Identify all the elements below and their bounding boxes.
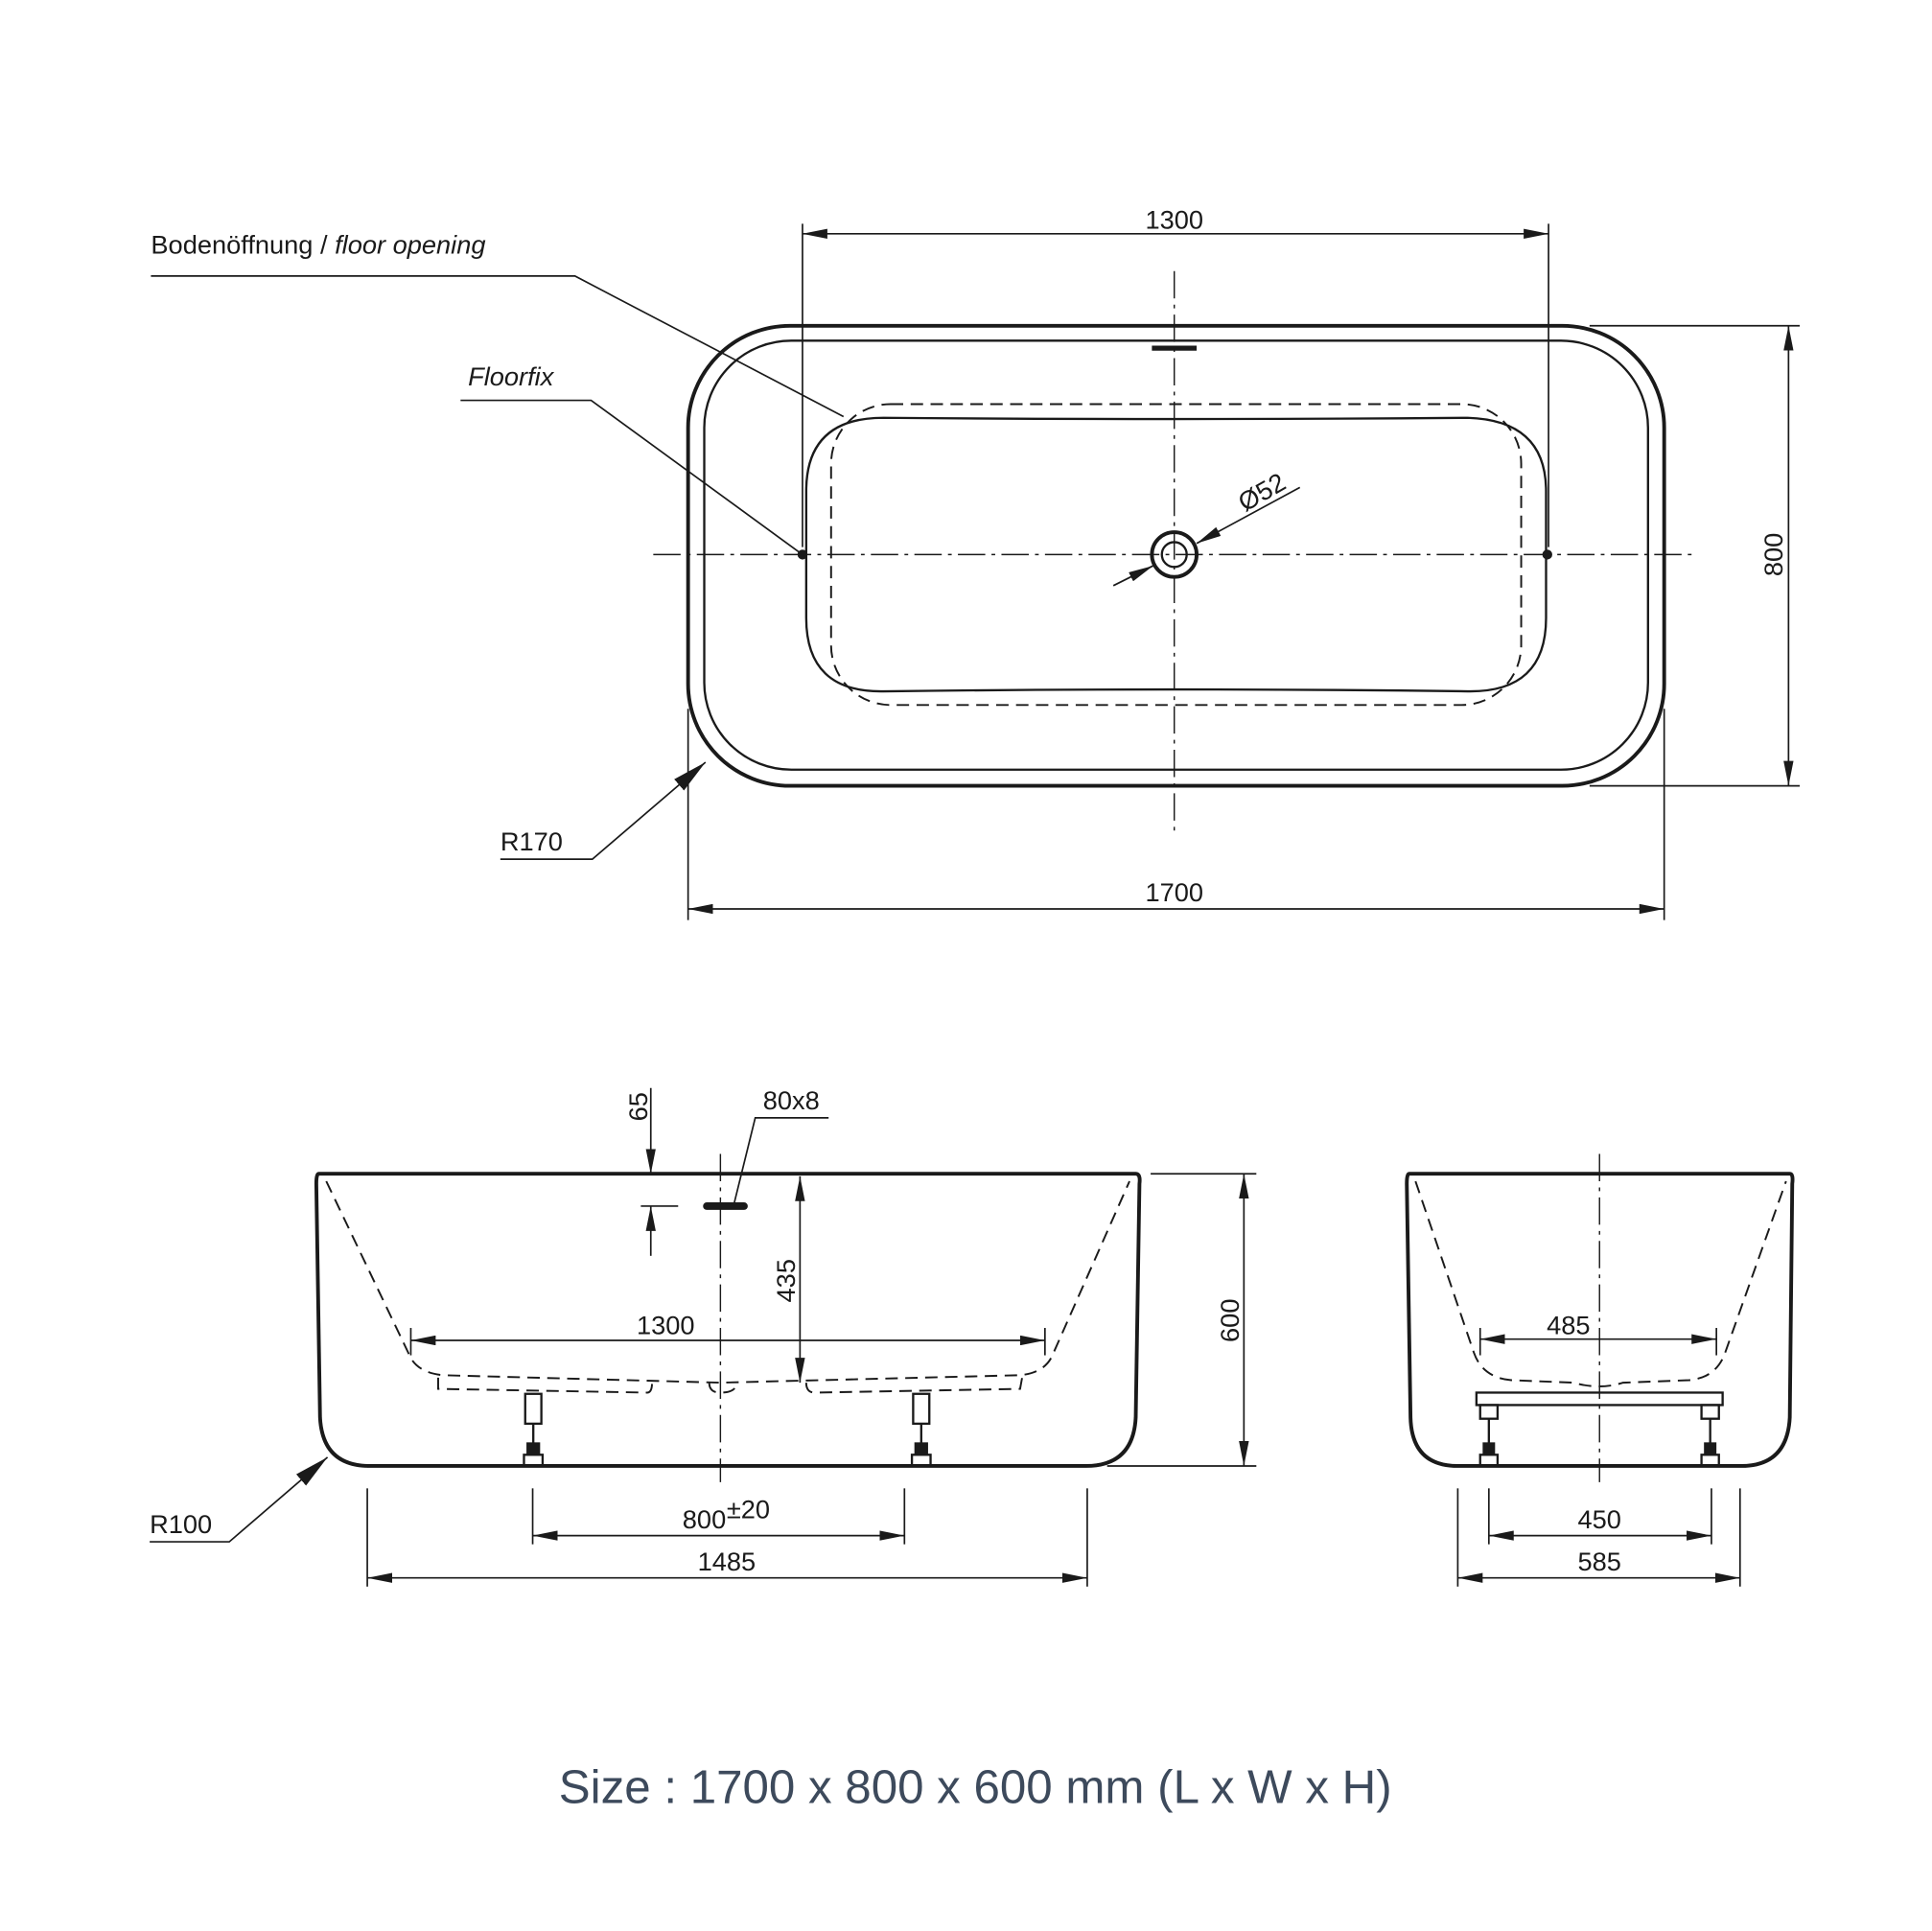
dim-overflow-offset: 65 <box>623 1092 653 1121</box>
end-frame <box>1475 1391 1724 1468</box>
dim-length: 1700 <box>1145 877 1203 907</box>
dim-overflow-size: 80x8 <box>763 1085 820 1115</box>
dim-depth: 435 <box>771 1259 801 1302</box>
basin-outline <box>804 416 1548 693</box>
dim-width: 800 <box>1758 533 1788 576</box>
dim-end-base-width: 585 <box>1578 1547 1621 1576</box>
leg-left <box>523 1392 545 1468</box>
dim-side-inner-length: 1300 <box>637 1311 695 1340</box>
top-view: 1300 1700 800 Ø52 Bodenöffnung / floor o… <box>151 205 1801 920</box>
dim-base-length: 1485 <box>698 1547 757 1576</box>
dim-drain-diameter: Ø52 <box>1233 467 1291 518</box>
side-view: 65 80x8 435 1300 600 R100 800 ±20 1485 <box>150 1085 1257 1587</box>
dim-feet-spacing: 800 <box>683 1504 726 1534</box>
label-floorfix: Floorfix <box>468 361 555 391</box>
dim-end-inner-width: 485 <box>1547 1311 1590 1340</box>
end-outline <box>1405 1172 1795 1468</box>
dim-radius-r170: R170 <box>500 826 563 856</box>
side-outline <box>314 1172 1142 1468</box>
end-view: 485 450 585 <box>1405 1153 1795 1587</box>
floorfix-point-right <box>1542 549 1552 560</box>
drain-inner <box>1160 541 1188 569</box>
size-caption: Size : 1700 x 800 x 600 mm (L x W x H) <box>559 1760 1392 1813</box>
label-floor-opening: Bodenöffnung / floor opening <box>151 230 485 260</box>
dim-inner-length: 1300 <box>1145 205 1203 235</box>
leg-right <box>910 1392 932 1468</box>
side-inner-basin <box>325 1180 1130 1384</box>
dim-feet-tolerance: ±20 <box>727 1494 770 1524</box>
dim-height: 600 <box>1215 1299 1245 1342</box>
dim-end-feet-spacing: 450 <box>1578 1504 1621 1534</box>
dim-radius-r100: R100 <box>150 1509 212 1539</box>
drain-outer <box>1150 530 1199 579</box>
tub-outer-outline <box>686 323 1666 788</box>
end-inner-basin <box>1414 1180 1787 1387</box>
